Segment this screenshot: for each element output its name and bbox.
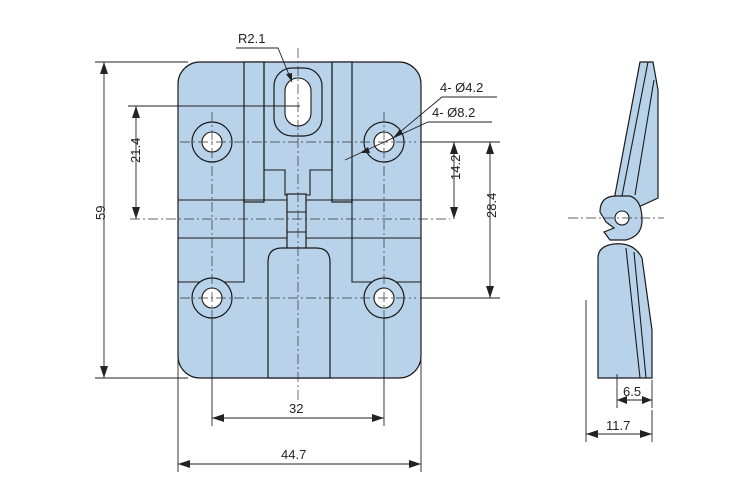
hole-large-label: 4- Ø8.2 xyxy=(432,105,475,120)
side-lower-leaf xyxy=(597,243,653,379)
side-view: 6.5 11.7 xyxy=(568,61,664,442)
height-label: 59 xyxy=(93,206,108,220)
lower-right-step xyxy=(351,238,421,283)
slot-radius-label: R2.1 xyxy=(238,31,265,46)
horizontal-spacing-label: 32 xyxy=(289,401,303,416)
dimensions-front: R2.1 4- Ø4.2 4- Ø8.2 59 21.4 14.2 2 xyxy=(93,31,500,472)
upper-left-strip xyxy=(243,61,265,203)
upper-right-strip xyxy=(331,61,353,203)
side-thickness-total-label: 11.7 xyxy=(606,418,630,433)
slot-radius-leader xyxy=(236,47,293,83)
hole-small-label: 4- Ø4.2 xyxy=(440,80,483,95)
vertical-spacing-label: 28.4 xyxy=(484,193,499,218)
hole-large-leader xyxy=(344,121,492,161)
offset-label: 21.4 xyxy=(128,138,143,163)
width-label: 44.7 xyxy=(281,447,306,462)
lower-center-tongue xyxy=(267,247,331,379)
hole-small-leader xyxy=(393,96,497,138)
hinge-pin xyxy=(286,193,307,251)
front-view xyxy=(130,48,450,400)
side-thickness-small-label: 6.5 xyxy=(623,384,641,399)
pivot-label: 14.2 xyxy=(448,155,463,180)
